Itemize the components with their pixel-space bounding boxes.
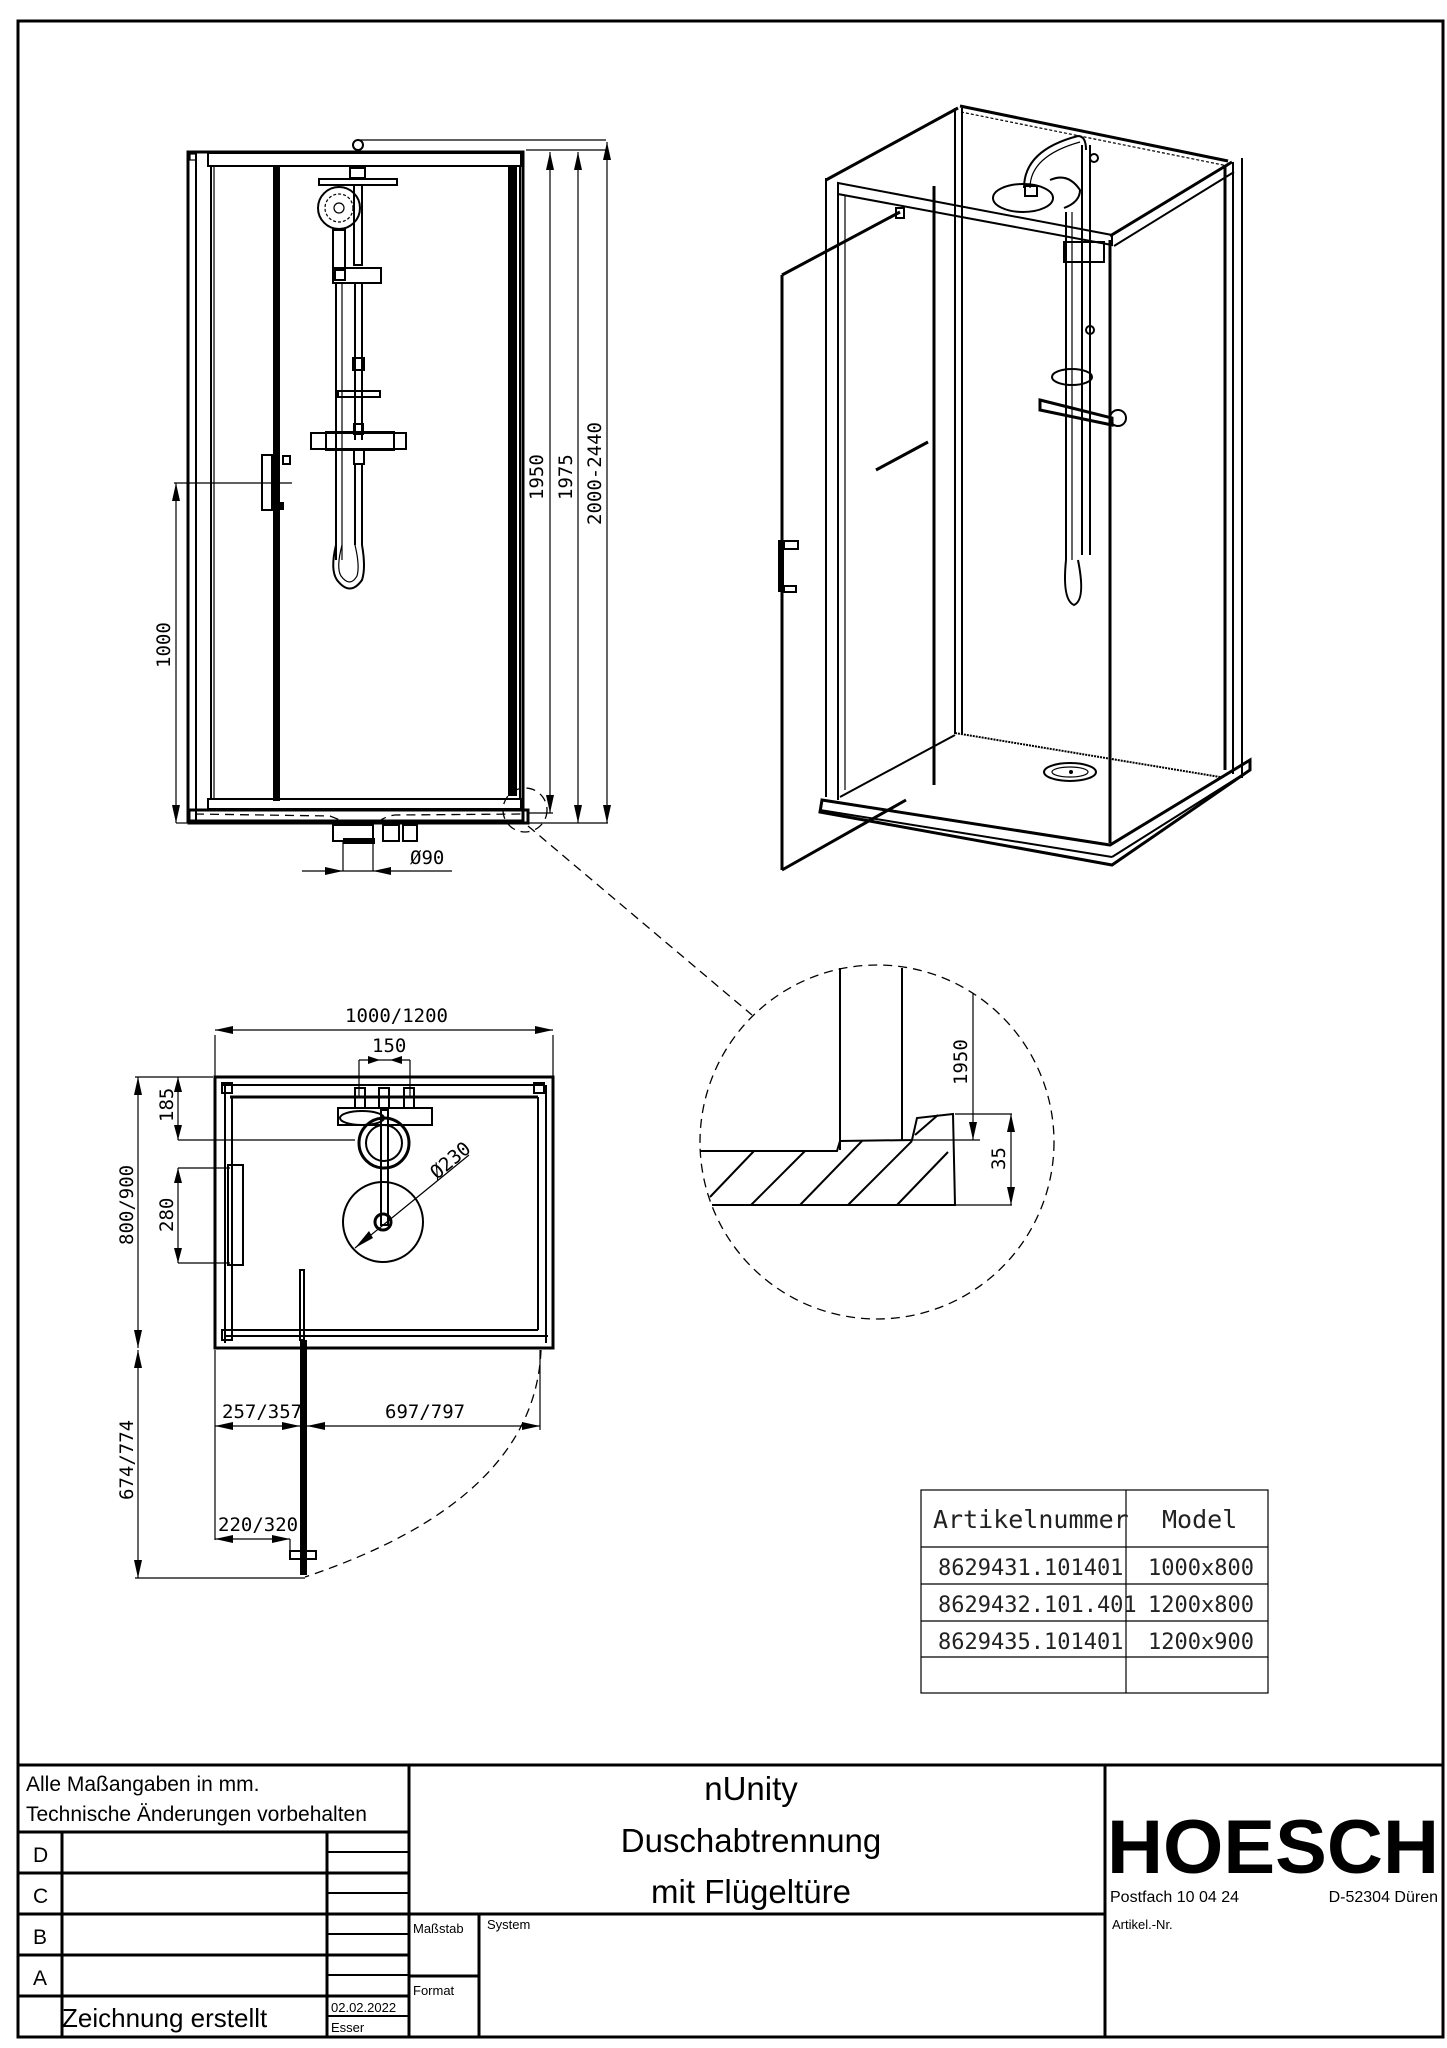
table-cell-model: 1000x800 [1148, 1556, 1254, 1581]
dim-handle-length: 280 [156, 1198, 178, 1232]
detail-leader-line [527, 825, 753, 1016]
revision-label-a: A [33, 1967, 47, 1990]
dim-head-diameter: Ø230 [426, 1138, 475, 1184]
dim-mixer-spacing: 150 [372, 1035, 406, 1057]
dim-height-1950: 1950 [526, 454, 548, 500]
front-elevation-view: Ø90 [153, 139, 611, 875]
isometric-view [778, 104, 1252, 872]
revision-label-d: D [33, 1844, 48, 1867]
changes-note: Technische Änderungen vorbehalten [26, 1803, 367, 1826]
article-number-label: Artikel.-Nr. [1112, 1917, 1173, 1932]
title-product-type: Duschabtrennung [621, 1822, 882, 1859]
table-header-model: Model [1162, 1505, 1237, 1534]
scale-label: Maßstab [413, 1921, 464, 1936]
dim-width: 1000/1200 [345, 1005, 448, 1027]
dim-height-total: 2000-2440 [584, 422, 606, 525]
table-row: 8629431.101401 1000x800 [938, 1556, 1254, 1581]
dim-door-swing: 674/774 [116, 1420, 138, 1500]
address-postbox: Postfach 10 04 24 [1110, 1889, 1239, 1906]
table-row: 8629435.101401 1200x900 [938, 1630, 1254, 1655]
revision-label-c: C [33, 1885, 48, 1908]
revision-label-b: B [33, 1926, 47, 1949]
dim-tray-height: 35 [988, 1147, 1010, 1170]
created-date: 02.02.2022 [331, 2000, 396, 2015]
title-product-name: nUnity [704, 1770, 798, 1807]
dim-handle-offset: 220/320 [218, 1514, 298, 1536]
dim-wall-offset: 185 [156, 1088, 178, 1122]
system-label: System [487, 1917, 530, 1932]
address-city: D-52304 Düren [1329, 1889, 1438, 1906]
article-table: Artikelnummer Model 8629431.101401 1000x… [920, 1489, 1269, 1694]
detail-view: 1950 35 [699, 964, 1055, 1320]
dim-height-1975: 1975 [555, 454, 577, 500]
dim-door-width: 697/797 [385, 1401, 465, 1423]
table-cell-model: 1200x800 [1148, 1593, 1254, 1618]
dim-detail-height: 1950 [950, 1039, 972, 1085]
table-cell-article: 8629432.101.401 [938, 1593, 1137, 1618]
drawing-created-label: Zeichnung erstellt [62, 2003, 268, 2033]
format-label: Format [413, 1983, 455, 1998]
units-note: Alle Maßangaben in mm. [26, 1773, 259, 1796]
table-header-article: Artikelnummer [933, 1505, 1129, 1534]
table-row: 8629432.101.401 1200x800 [938, 1593, 1254, 1618]
table-cell-article: 8629435.101401 [938, 1630, 1123, 1655]
plan-view: Ø230 1000/1200 150 800/900 185 280 [116, 1005, 555, 1579]
title-product-variant: mit Flügeltüre [651, 1873, 851, 1910]
table-cell-article: 8629431.101401 [938, 1556, 1123, 1581]
company-logo: HOESCH [1107, 1805, 1439, 1890]
created-by: Esser [331, 2020, 365, 2035]
dim-handle-height: 1000 [153, 622, 175, 668]
title-block: Alle Maßangaben in mm. Technische Änderu… [16, 1763, 1445, 2039]
table-cell-model: 1200x900 [1148, 1630, 1254, 1655]
dim-door-hinge-offset: 257/357 [222, 1401, 302, 1423]
dim-drain-diameter: Ø90 [410, 847, 444, 869]
dim-depth: 800/900 [116, 1165, 138, 1245]
